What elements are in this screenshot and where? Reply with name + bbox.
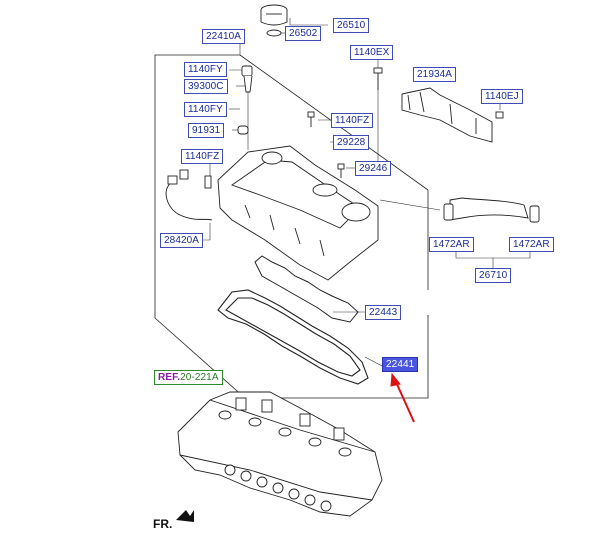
bolts	[307, 67, 504, 178]
cylinder-head	[177, 391, 383, 517]
leader-lines	[203, 18, 531, 367]
engine-cover-bracket	[401, 87, 493, 143]
highlight-arrow	[390, 372, 415, 423]
part-label-21934A[interactable]: 21934A	[413, 67, 457, 82]
part-label-1472AR-a[interactable]: 1472AR	[429, 237, 474, 252]
plug-gasket	[254, 255, 359, 323]
wiring-harness	[165, 169, 213, 221]
part-label-1140FY-a[interactable]: 1140FY	[184, 62, 227, 77]
camshaft-sensor	[237, 65, 253, 135]
part-label-29228[interactable]: 29228	[333, 135, 370, 150]
rocker-cover	[217, 145, 379, 281]
part-label-1140FZ-b[interactable]: 1140FZ	[331, 113, 374, 128]
part-label-29246[interactable]: 29246	[355, 161, 392, 176]
part-label-39300C[interactable]: 39300C	[184, 79, 228, 94]
part-label-28420A[interactable]: 28420A	[160, 233, 204, 248]
reference-label[interactable]: REF.20-221A	[154, 370, 223, 385]
part-label-22443[interactable]: 22443	[365, 305, 402, 320]
reference-value: 20-221A	[180, 372, 219, 383]
breather-hose	[443, 197, 540, 223]
cover-gasket	[217, 289, 369, 385]
front-arrow-icon	[176, 510, 194, 522]
part-label-22441[interactable]: 22441	[382, 357, 419, 372]
part-label-26510[interactable]: 26510	[333, 18, 370, 33]
part-label-1140EX[interactable]: 1140EX	[350, 45, 394, 60]
part-label-26710[interactable]: 26710	[475, 268, 512, 283]
part-label-1140FY-b[interactable]: 1140FY	[184, 102, 227, 117]
part-label-26502[interactable]: 26502	[285, 26, 322, 41]
part-label-1140FZ-a[interactable]: 1140FZ	[181, 149, 224, 164]
oil-filler-cap	[260, 4, 288, 37]
front-indicator-label: FR.	[153, 517, 173, 531]
part-label-22410A[interactable]: 22410A	[202, 29, 246, 44]
part-label-1472AR-b[interactable]: 1472AR	[509, 237, 554, 252]
part-label-91931[interactable]: 91931	[188, 123, 225, 138]
reference-prefix: REF.	[158, 372, 181, 383]
part-label-1140EJ[interactable]: 1140EJ	[481, 89, 523, 104]
